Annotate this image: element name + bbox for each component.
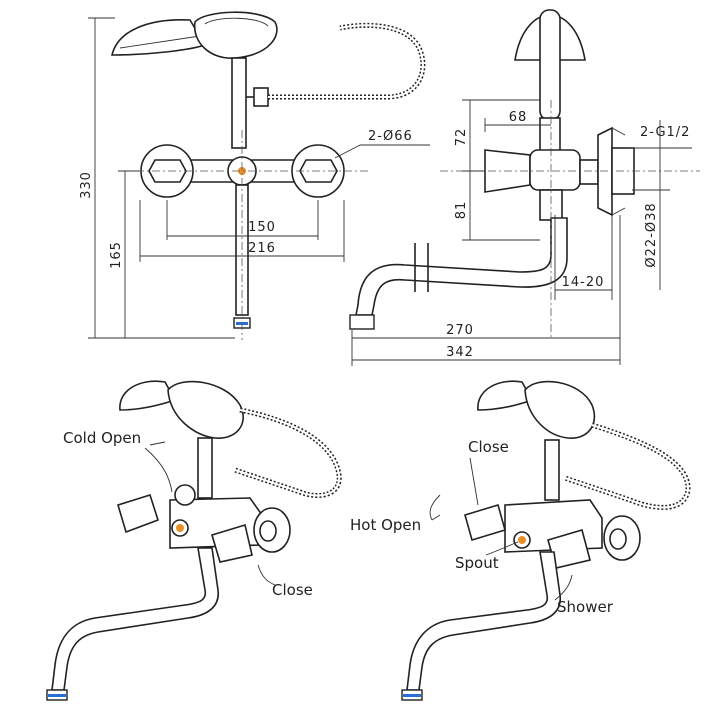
label-hot-open: Hot Open <box>350 516 421 534</box>
dim-vertical-81: 81 <box>454 201 469 220</box>
label-close-right: Close <box>468 438 509 456</box>
iso-right-leaders <box>429 457 573 601</box>
dim-overall-reach: 342 <box>446 345 474 360</box>
side-dimension-lines <box>351 99 692 366</box>
front-elevation-view <box>110 11 426 340</box>
front-dimension-lines <box>88 17 430 339</box>
dim-inlet-spacing: 150 <box>248 220 276 235</box>
dim-spout-reach: 270 <box>446 323 474 338</box>
label-cold-open: Cold Open <box>63 429 141 447</box>
label-close-left: Close <box>272 581 313 599</box>
dim-width-total: 216 <box>248 241 276 256</box>
dim-height-lower: 165 <box>109 241 124 269</box>
dim-flange-dia: Ø22-Ø38 <box>644 202 659 267</box>
label-spout: Spout <box>455 554 499 572</box>
label-shower: Shower <box>557 598 614 616</box>
dim-height-total: 330 <box>79 171 94 199</box>
iso-left-leaders <box>144 441 276 586</box>
dim-depth-68: 68 <box>509 110 528 125</box>
iso-view-right <box>401 380 691 701</box>
iso-view-left <box>46 380 342 701</box>
dim-wall-range: 14-20 <box>562 275 605 290</box>
dim-thread: 2-G1/2 <box>640 125 690 140</box>
side-elevation-view <box>349 9 700 340</box>
dim-vertical-72: 72 <box>454 128 469 147</box>
dim-hole-dia: 2-Ø66 <box>368 129 413 144</box>
